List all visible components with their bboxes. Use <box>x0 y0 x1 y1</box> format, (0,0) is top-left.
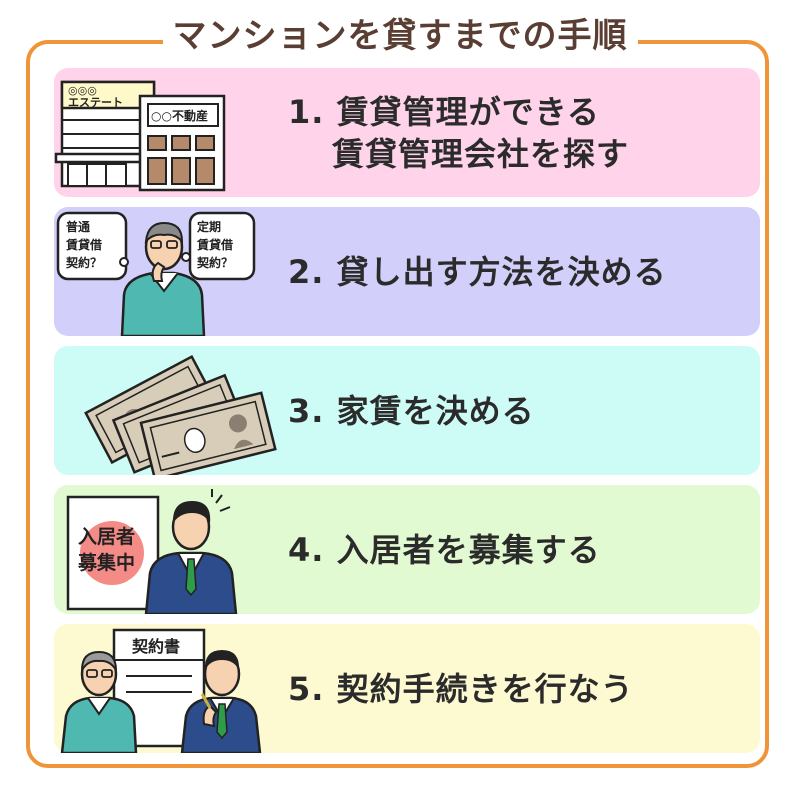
step-card-3: 3. 家賃を決める <box>54 346 760 475</box>
step-4-label: 4. 入居者を募集する <box>288 485 601 614</box>
sign-left-sub: エステート <box>68 96 123 109</box>
bubble-left-line-3: 契約？ <box>65 255 102 270</box>
document-title: 契約書 <box>131 637 180 656</box>
page-title: マンションを貸すまでの手順 <box>162 8 638 64</box>
thinking-person-icon: 普通 賃貸借 契約？ 定期 賃貸借 契約？ <box>54 207 284 336</box>
bubble-right-line-1: 定期 <box>197 219 221 234</box>
step-1-line-2: 賃貸管理会社を探す <box>332 134 630 173</box>
step-card-2: 普通 賃貸借 契約？ 定期 賃貸借 契約？ 2. 貸し出す方法を決める <box>54 207 760 336</box>
bubble-right-line-2: 賃貸借 <box>196 237 233 252</box>
bubble-left-line-1: 普通 <box>66 219 90 234</box>
step-5-label: 5. 契約手続きを行なう <box>288 624 634 753</box>
step-2-label: 2. 貸し出す方法を決める <box>288 207 667 336</box>
step-card-5: 契約書 5. 契約手続きを行なう <box>54 624 760 753</box>
businessman-with-poster-icon: 入居者 募集中 <box>54 485 284 614</box>
poster-line-2: 募集中 <box>77 551 135 574</box>
poster-line-1: 入居者 <box>78 526 135 548</box>
sign-right: ○○不動産 <box>151 108 208 123</box>
step-3-label: 3. 家賃を決める <box>288 346 535 475</box>
bubble-right-line-3: 契約？ <box>196 255 233 270</box>
step-card-4: 入居者 募集中 4. 入居者を募集する <box>54 485 760 614</box>
step-4-line-1: 4. 入居者を募集する <box>288 530 601 569</box>
contract-signing-icon: 契約書 <box>54 624 284 753</box>
step-card-1: ◎◎◎ エステート ○○不動産 1. 賃貸管理ができる 賃貸管理会社を探す <box>54 68 760 197</box>
step-1-label: 1. 賃貸管理ができる 賃貸管理会社を探す <box>288 68 629 197</box>
real-estate-office-buildings-icon: ◎◎◎ エステート ○○不動産 <box>54 68 284 197</box>
banknotes-icon <box>54 346 284 475</box>
page-title-wrap: マンションを貸すまでの手順 <box>0 8 800 64</box>
step-3-line-1: 3. 家賃を決める <box>288 391 535 430</box>
bubble-left-line-2: 賃貸借 <box>65 237 102 252</box>
step-2-line-1: 2. 貸し出す方法を決める <box>288 252 667 291</box>
sign-left: ◎◎◎ <box>68 84 97 97</box>
step-1-line-1: 1. 賃貸管理ができる <box>288 92 600 131</box>
step-5-line-1: 5. 契約手続きを行なう <box>288 669 634 708</box>
